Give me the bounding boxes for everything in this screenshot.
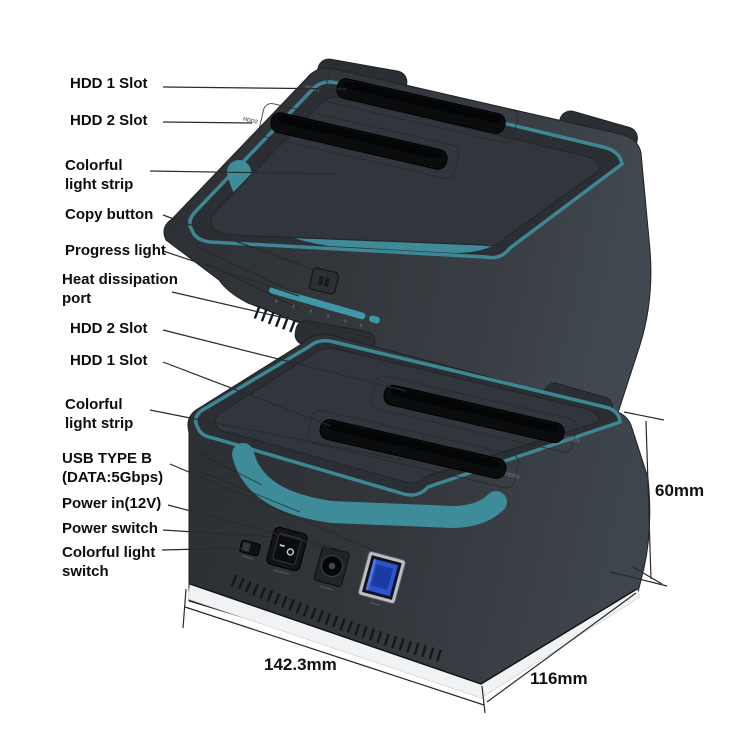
bottom-dock-panel-seams (196, 451, 301, 513)
engraving-hdd2-bottom: HDD2 (564, 435, 580, 444)
leader-usb-type-b (169, 463, 378, 553)
leader-light-strip-top (149, 170, 338, 175)
dimension-height (610, 411, 668, 587)
engraving-hdd1-bottom: HDD1 (504, 471, 520, 480)
bottom-dock-base-seam (189, 583, 638, 685)
power-switch-control (266, 526, 308, 575)
leader-hdd1-slot-top (162, 86, 348, 90)
heat-dissipation-vents-bottom (230, 574, 446, 663)
dim-height-label: 60mm (655, 481, 704, 500)
colorful-light-switch-control (239, 539, 261, 560)
callout-hdd2-slot-bottom: HDD 2 Slot (70, 320, 148, 337)
leader-hdd2-slot-bottom (162, 329, 407, 392)
engraving-hdd2-top: HDD2 (242, 116, 258, 125)
callout-power-switch: Power switch (62, 520, 158, 537)
bottom-dock: HDD2 HDD1 (187, 320, 651, 699)
hdd-slot-1-bottom (306, 409, 520, 489)
leader-progress-light (162, 250, 300, 297)
callout-light-switch: Colorful light switch (62, 544, 156, 580)
callout-heat-dissipation: Heat dissipation port (62, 271, 178, 307)
callout-hdd2-slot-top: HDD 2 Slot (70, 112, 148, 129)
leader-power-in (167, 504, 332, 549)
hdd-slot-2-bottom (370, 375, 578, 453)
progress-scale-marks (274, 299, 363, 328)
bottom-dock-light-strip (232, 443, 507, 529)
dimension-width (182, 588, 486, 714)
callout-hdd1-slot-bottom: HDD 1 Slot (70, 352, 148, 369)
dim-depth-label: 116mm (530, 669, 588, 688)
progress-light-strip (269, 286, 380, 328)
callout-hdd1-slot-top: HDD 1 Slot (70, 75, 148, 92)
hdd-slot-1-top (323, 68, 519, 144)
leader-light-switch (161, 547, 244, 551)
top-dock-light-strip-rim (188, 80, 624, 260)
leader-copy-button (162, 214, 319, 272)
callout-power-in: Power in(12V) (62, 495, 162, 512)
top-dock-panel-seams (196, 246, 311, 309)
power-in-jack (313, 546, 350, 591)
leader-lines (149, 86, 407, 553)
callout-usb-type-b: USB TYPE B (DATA:5Gbps) (62, 450, 164, 486)
hdd-slot-2-top (258, 103, 460, 179)
usb-type-b-port (357, 551, 406, 606)
dim-width-label: 142.3mm (264, 655, 337, 674)
copy-button-control (308, 267, 340, 295)
callout-progress-light: Progress light (65, 242, 166, 259)
leader-light-strip-bottom (149, 409, 403, 461)
dimension-depth (486, 566, 663, 703)
leader-hdd1-slot-bottom (162, 361, 332, 427)
callout-copy-button: Copy button (65, 206, 154, 223)
leader-power-switch (162, 529, 274, 538)
leader-hdd2-slot-top (162, 121, 253, 124)
callout-light-strip-top: Colorful light strip (65, 157, 134, 193)
top-dock: HDD1 HDD2 (163, 58, 652, 471)
callout-light-strip-bottom: Colorful light strip (65, 396, 134, 432)
bottom-dock-light-strip-rim (193, 338, 622, 497)
leader-heat-dissipation (171, 291, 373, 339)
dimension-annotations (182, 411, 668, 714)
